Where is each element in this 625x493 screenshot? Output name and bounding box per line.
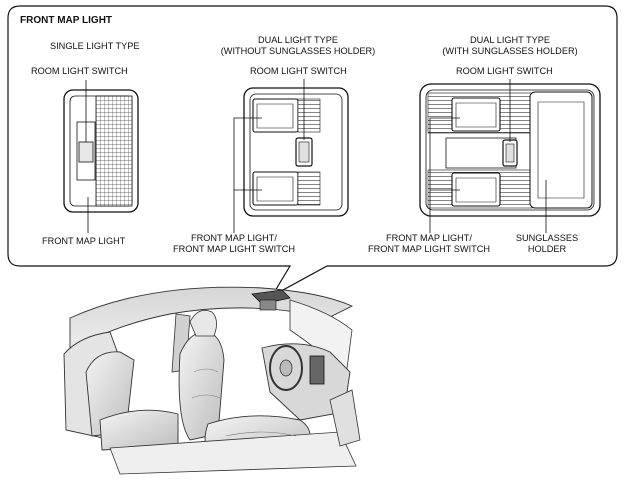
dual-with-type-label-line1: DUAL LIGHT TYPE	[470, 35, 550, 45]
vehicle-interior-illustration	[63, 286, 361, 475]
sunglasses-holder-label-line2: HOLDER	[527, 244, 567, 254]
single-light-unit	[63, 80, 139, 233]
dual-with-map-label-line1: FRONT MAP LIGHT/	[386, 233, 472, 243]
dual-without-type-label-line1: DUAL LIGHT TYPE	[258, 35, 338, 45]
single-type-label: SINGLE LIGHT TYPE	[50, 41, 140, 51]
dual-without-room-switch-label: ROOM LIGHT SWITCH	[250, 66, 347, 76]
dual-with-type-label-line2: (WITH SUNGLASSES HOLDER)	[442, 46, 578, 56]
dual-without-map-label-line2: FRONT MAP LIGHT SWITCH	[173, 244, 295, 254]
dual-with-map-label-line2: FRONT MAP LIGHT SWITCH	[368, 244, 490, 254]
single-map-light-label: FRONT MAP LIGHT	[42, 236, 126, 246]
dual-with-room-switch-label: ROOM LIGHT SWITCH	[456, 66, 553, 76]
single-room-switch-label: ROOM LIGHT SWITCH	[31, 66, 128, 76]
dual-without-type-label-line2: (WITHOUT SUNGLASSES HOLDER)	[220, 46, 376, 56]
dual-with-holder-unit	[419, 79, 601, 233]
dual-without-map-label-line1: FRONT MAP LIGHT/	[191, 233, 277, 243]
dual-without-holder-unit	[233, 79, 349, 233]
sunglasses-holder-label-line1: SUNGLASSES	[515, 233, 579, 243]
page-title: FRONT MAP LIGHT	[20, 15, 113, 26]
